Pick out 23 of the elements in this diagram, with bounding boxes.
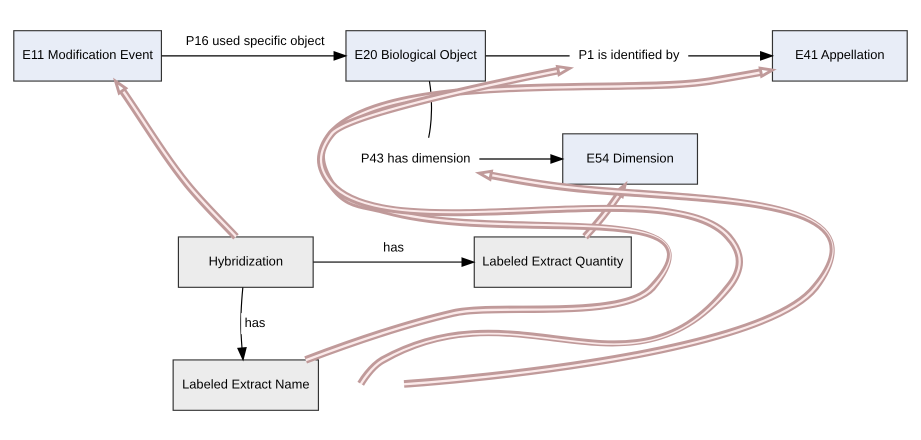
arrow xyxy=(304,66,777,363)
connector xyxy=(486,54,570,56)
arrow xyxy=(162,50,348,60)
arrow xyxy=(404,169,834,388)
arrow xyxy=(314,256,476,267)
node-text: P1 is identified by xyxy=(578,46,680,62)
edge-label: has xyxy=(244,314,266,330)
arrow xyxy=(582,180,628,239)
node-box: E11 Modification Event xyxy=(13,30,162,82)
arrow xyxy=(237,286,247,361)
node-text: P43 has dimension xyxy=(360,150,470,165)
node-box: Hybridization xyxy=(178,236,314,288)
node-box: Labeled Extract Name xyxy=(172,358,320,410)
arrow xyxy=(112,77,239,239)
edge-label: has xyxy=(383,238,404,254)
arrow xyxy=(317,64,743,386)
edge-label: P16 used specific object xyxy=(186,32,325,48)
node-box: E54 Dimension xyxy=(562,132,698,184)
arrow xyxy=(688,50,774,60)
node-box: E20 Biological Object xyxy=(345,30,486,82)
node-box: Labeled Extract Quantity xyxy=(474,236,632,288)
arrow xyxy=(479,154,564,164)
node-box: E41 Appellation xyxy=(772,30,908,82)
